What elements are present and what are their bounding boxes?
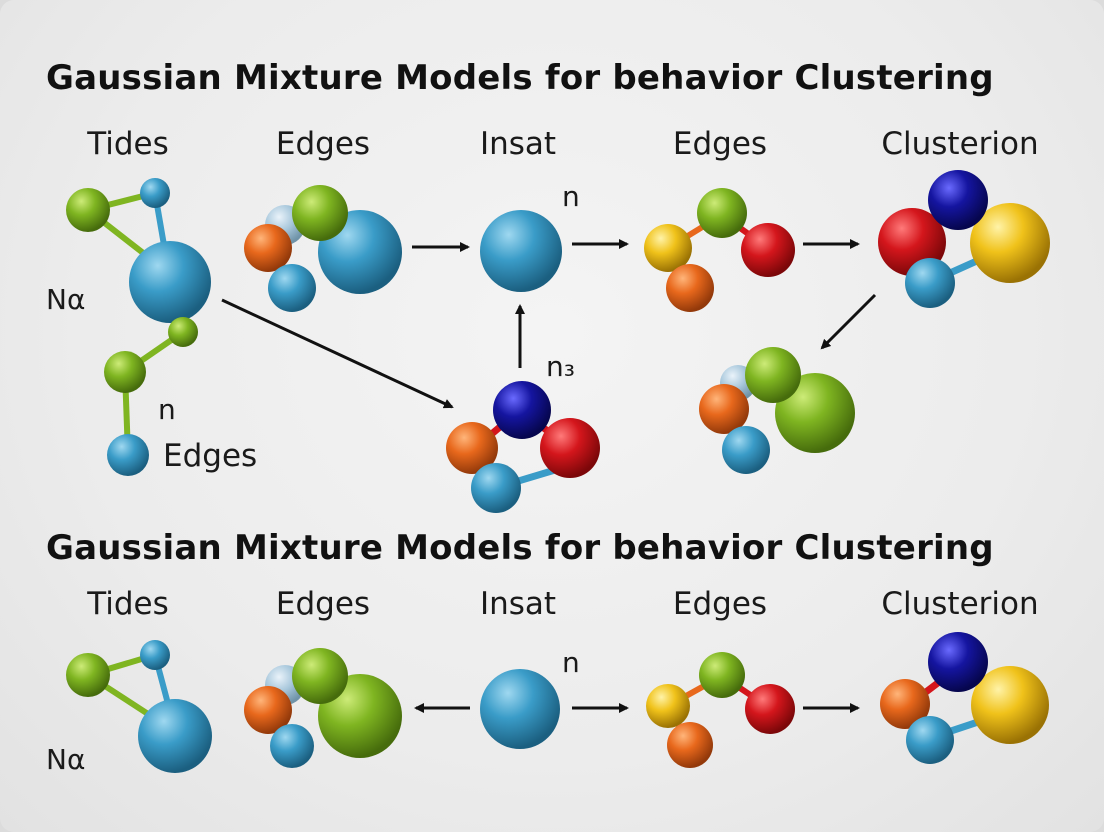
atom [666, 264, 714, 312]
atom [699, 384, 749, 434]
annotation-n-left: n [158, 393, 176, 426]
atom [292, 185, 348, 241]
atom [644, 224, 692, 272]
title-bottom: Gaussian Mixture Models for behavior Clu… [46, 528, 994, 568]
atom [244, 224, 292, 272]
atom [244, 686, 292, 734]
atom [138, 699, 212, 773]
arrow-tides-to-n3 [221, 298, 454, 409]
atom [480, 210, 562, 292]
label-tides-bottom: Tides [87, 586, 169, 622]
atom [292, 648, 348, 704]
label-tides-top: Tides [87, 126, 169, 162]
atom [906, 716, 954, 764]
annotation-edges-left: Edges [163, 438, 258, 474]
atom [741, 223, 795, 277]
molecule-edges-top-1 [244, 185, 402, 312]
atom [722, 426, 770, 474]
atom [446, 422, 498, 474]
atom [270, 724, 314, 768]
label-clusterion-top: Clusterion [881, 126, 1039, 162]
atom [66, 188, 110, 232]
molecule-insat-bottom [480, 669, 560, 749]
molecule-tides-bottom [66, 640, 212, 773]
molecule-insat-top [480, 210, 562, 292]
annotation-n3: n₃ [546, 350, 575, 383]
annotation-n-top-insat: n [562, 180, 580, 213]
annotation-na-bottom: Nα [46, 743, 86, 776]
atom [140, 640, 170, 670]
atom [928, 632, 988, 692]
atom [928, 170, 988, 230]
molecule-result [699, 347, 855, 474]
atom [745, 684, 795, 734]
label-edges-top-1: Edges [275, 126, 371, 162]
atom [775, 373, 855, 453]
atom [745, 347, 801, 403]
label-edges-top-2: Edges [672, 126, 768, 162]
atom [540, 418, 600, 478]
atom [104, 351, 146, 393]
atom [129, 241, 211, 323]
atom [697, 188, 747, 238]
atom [471, 463, 521, 513]
atom [268, 264, 316, 312]
arrow-clusterion-to-result [820, 293, 877, 350]
atom [480, 669, 560, 749]
molecule-edges-bottom-1 [244, 648, 402, 768]
label-clusterion-bottom: Clusterion [881, 586, 1039, 622]
molecule-edges-top-2 [644, 188, 795, 312]
atom [646, 684, 690, 728]
molecule-edges-bottom-2 [646, 652, 795, 768]
atom [970, 203, 1050, 283]
label-edges-bottom-2: Edges [672, 586, 768, 622]
atom [493, 381, 551, 439]
atom [880, 679, 930, 729]
title-top: Gaussian Mixture Models for behavior Clu… [46, 58, 994, 98]
molecule-n3 [446, 381, 600, 513]
label-edges-bottom-1: Edges [275, 586, 371, 622]
label-insat-bottom: Insat [479, 586, 557, 622]
atom [971, 666, 1049, 744]
atom [168, 317, 198, 347]
atom [140, 178, 170, 208]
molecule-tides-top [66, 178, 211, 476]
annotation-na-top: Nα [46, 283, 86, 316]
atom [667, 722, 713, 768]
label-insat-top: Insat [479, 126, 557, 162]
molecule-clusterion-bottom [880, 632, 1049, 764]
atom [107, 434, 149, 476]
atom [699, 652, 745, 698]
molecule-clusterion-top [878, 170, 1050, 308]
atom [66, 653, 110, 697]
annotation-n-bottom-insat: n [562, 646, 580, 679]
atom [905, 258, 955, 308]
